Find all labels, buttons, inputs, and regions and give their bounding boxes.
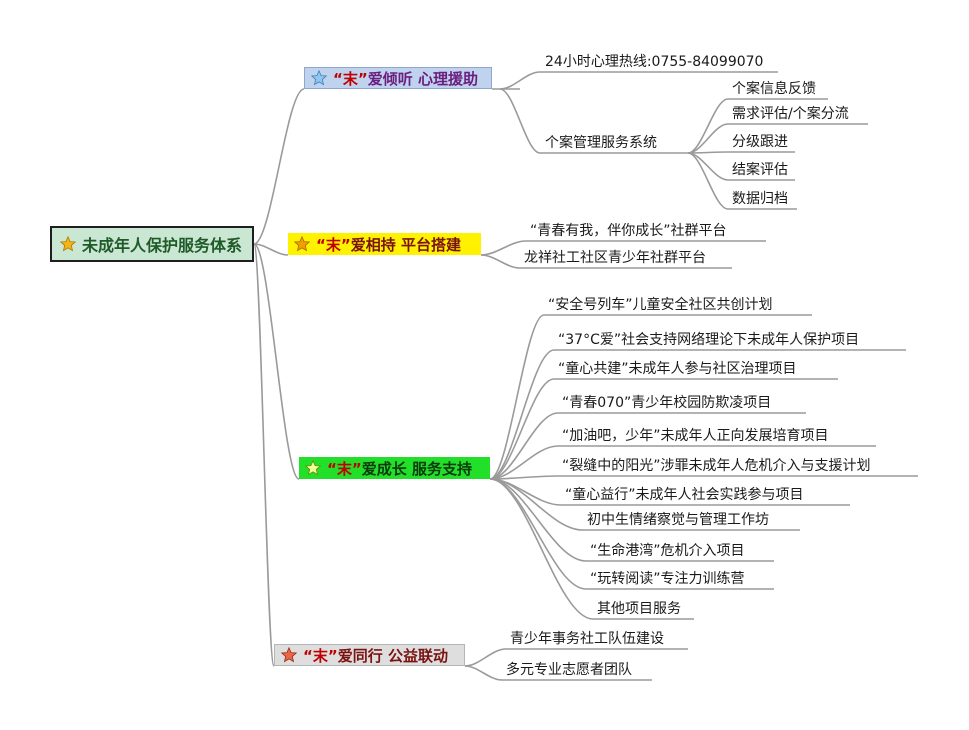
- branch-label: 爱成长 服务支持: [361, 459, 472, 478]
- connector-line: [489, 478, 594, 620]
- leaf-project[interactable]: “玩转阅读”专注力训练营: [590, 571, 745, 587]
- connector-line: [687, 152, 729, 210]
- connector-line: [489, 412, 559, 480]
- connector-line: [489, 378, 555, 480]
- connector-line: [480, 240, 527, 256]
- branch-label: 爱同行 公益联动: [337, 646, 448, 665]
- root-node[interactable]: 未成年人保护服务体系: [50, 226, 254, 262]
- subleaf-data-archive[interactable]: 数据归档: [732, 191, 788, 207]
- star-icon: [305, 460, 321, 476]
- connector-line: [489, 314, 545, 480]
- leaf-case-management[interactable]: 个案管理服务系统: [545, 135, 657, 151]
- leaf-hotline[interactable]: 24小时心理热线:0755-84099070: [545, 54, 764, 70]
- leaf-project[interactable]: “裂缝中的阳光”涉罪未成年人危机介入与支援计划: [562, 458, 871, 474]
- connector-line: [480, 254, 521, 269]
- connector-line: [489, 349, 555, 480]
- connector-line: [499, 71, 541, 90]
- connector-line: [464, 665, 503, 681]
- branch-service-support[interactable]: “末”爱成长 服务支持: [299, 457, 490, 479]
- connector-line: [464, 648, 507, 667]
- leaf-project[interactable]: “青春070”青少年校园防欺凌项目: [562, 395, 772, 411]
- leaf-project[interactable]: “安全号列车”儿童安全社区共创计划: [548, 297, 773, 313]
- leaf-project[interactable]: “37°C爱”社会支持网络理论下未成年人保护项目: [558, 332, 860, 348]
- leaf-social-worker-team[interactable]: 青少年事务社工队伍建设: [510, 631, 664, 647]
- branch-quote: “末”: [333, 69, 368, 88]
- leaf-youth-community-platform[interactable]: “青春有我，伴你成长”社群平台: [530, 223, 727, 239]
- branch-public-welfare[interactable]: “末”爱同行 公益联动: [274, 644, 465, 666]
- branch-quote: “末”: [303, 646, 338, 665]
- branch-label: 爱倾听 心理援助: [367, 69, 478, 88]
- root-label: 未成年人保护服务体系: [82, 236, 243, 255]
- branch-label: 爱相持 平台搭建: [350, 235, 461, 254]
- subleaf-case-feedback[interactable]: 个案信息反馈: [732, 81, 816, 97]
- leaf-project[interactable]: “生命港湾”危机介入项目: [590, 543, 745, 559]
- branch-quote: “末”: [327, 459, 362, 478]
- leaf-project[interactable]: “童心共建”未成年人参与社区治理项目: [558, 361, 797, 377]
- connector-line: [687, 123, 729, 154]
- star-icon: [294, 236, 310, 252]
- subleaf-closing-assessment[interactable]: 结案评估: [732, 162, 788, 178]
- connector-line: [253, 243, 275, 667]
- branch-quote: “末”: [316, 235, 351, 254]
- leaf-longxiang-platform[interactable]: 龙祥社工社区青少年社群平台: [524, 250, 706, 266]
- connector-line: [253, 243, 289, 256]
- connector-line: [499, 88, 541, 154]
- leaf-project[interactable]: 其他项目服务: [597, 601, 681, 617]
- connector-line: [253, 88, 305, 245]
- branch-platform[interactable]: “末”爱相持 平台搭建: [288, 233, 481, 255]
- leaf-project[interactable]: “加油吧，少年”未成年人正向发展培育项目: [562, 428, 829, 444]
- star-icon: [281, 647, 297, 663]
- subleaf-graded-followup[interactable]: 分级跟进: [732, 134, 788, 150]
- leaf-volunteer-team[interactable]: 多元专业志愿者团队: [506, 662, 632, 678]
- star-icon: [311, 70, 327, 86]
- connector-line: [489, 445, 559, 480]
- leaf-project[interactable]: “童心益行”未成年人社会实践参与项目: [565, 487, 804, 503]
- subleaf-needs-assessment[interactable]: 需求评估/个案分流: [732, 106, 849, 122]
- connector-line: [253, 243, 300, 480]
- leaf-project[interactable]: 初中生情绪察觉与管理工作坊: [587, 512, 769, 528]
- connector-line: [687, 151, 729, 154]
- branch-psych-aid[interactable]: “末”爱倾听 心理援助: [304, 67, 492, 89]
- star-icon: [60, 236, 76, 252]
